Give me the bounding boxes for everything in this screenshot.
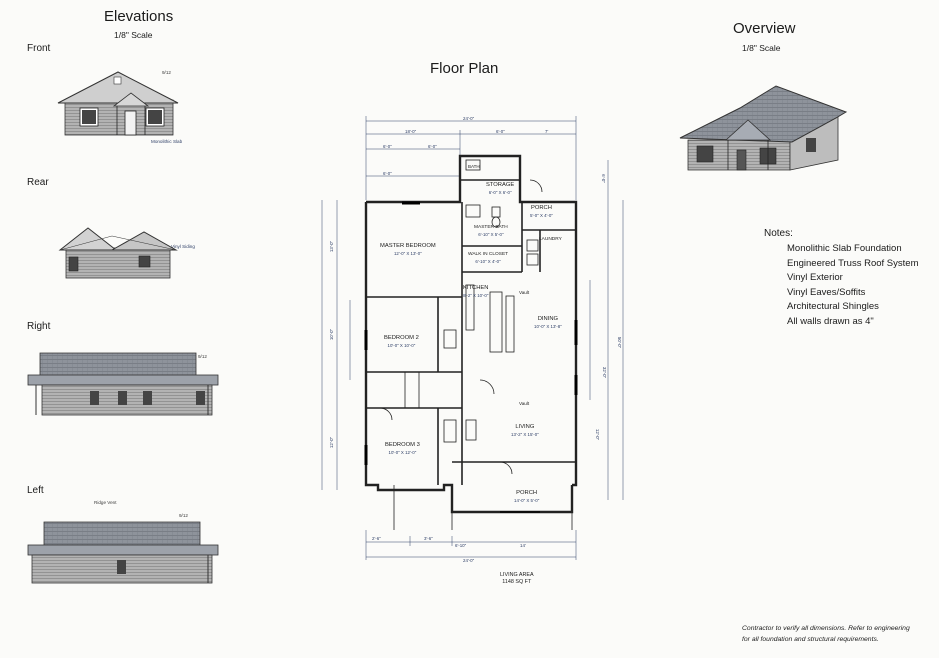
room-kitchen: KITCHEN 8'-2" X 10'-0" (463, 285, 489, 298)
front-elevation (57, 71, 179, 136)
floor-plan-title: Floor Plan (430, 60, 499, 77)
dim-sub-left-b: 6'-0" (428, 144, 437, 149)
room-master-bath: MASTER BATH 6'-10" X 5'-0" (474, 225, 508, 237)
room-bath: BATH (468, 164, 480, 169)
room-storage: STORAGE 6'-0" X 6'-0" (486, 182, 515, 195)
rear-note: Vinyl Siding (171, 244, 195, 249)
dim-right-total: 50'-0" (617, 336, 623, 349)
floor-plan-drawing (321, 116, 624, 560)
dim-right-b: 32'-0" (602, 366, 608, 379)
vault-living: Vault (519, 401, 530, 406)
dim-bottom-a: 2'-6" (372, 536, 381, 541)
rear-elevation (58, 227, 178, 279)
footer-disclaimer: Contractor to verify all dimensions. Ref… (742, 625, 910, 643)
dim-bottom-total: 24'-0" (463, 558, 475, 563)
vault-dining: Vault (519, 290, 530, 295)
note-item: Vinyl Exterior (787, 272, 843, 284)
dim-top-left: 18'-0" (405, 129, 417, 134)
notes-heading: Notes: (764, 228, 793, 239)
room-master-bedroom: MASTER BEDROOM 12'-0" X 13'-0" (380, 243, 436, 256)
overview-rendering (679, 85, 848, 171)
right-pitch: 9/12 (198, 354, 207, 359)
right-label: Right (27, 321, 51, 332)
dim-sub-left-a: 6'-0" (383, 144, 392, 149)
front-label: Front (27, 43, 51, 54)
note-item: All walls drawn as 4" (787, 315, 874, 327)
overview-scale: 1/8" Scale (742, 43, 781, 53)
dim-bottom-b: 3'-6" (424, 536, 433, 541)
elevations-scale: 1/8" Scale (114, 30, 153, 40)
left-pitch: 9/12 (179, 513, 188, 518)
overview-title: Overview (733, 20, 796, 37)
room-dining: DINING 10'-0" X 13'-8" (534, 316, 562, 329)
note-item: Monolithic Slab Foundation (787, 243, 902, 254)
notes-list: Monolithic Slab Foundation Engineered Tr… (787, 242, 918, 330)
dim-left-a: 13'-0" (329, 240, 335, 253)
dim-left-b: 10'-0" (329, 328, 335, 341)
room-porch-rear: PORCH 5'-0" X 4'-0" (530, 205, 553, 218)
elevations-title: Elevations (104, 8, 174, 25)
dim-top-right: 7' (545, 129, 549, 134)
room-walk-in-closet: WALK IN CLOSET 6'-10" X 4'-0" (468, 252, 509, 264)
left-note: Ridge Vent (94, 500, 117, 505)
rear-label: Rear (27, 177, 49, 188)
dim-bottom-d: 14' (520, 543, 526, 548)
dim-right-a: 6'-0" (600, 174, 606, 183)
note-item: Vinyl Eaves/Soffits (787, 286, 866, 298)
room-bedroom-2: BEDROOM 2 10'-0" X 10'-0" (384, 335, 419, 348)
dim-right-c: 12'-0" (595, 428, 601, 441)
living-area: LIVING AREA 1148 SQ FT (500, 572, 534, 585)
dim-storage-w: 6'-0" (383, 171, 392, 176)
room-porch-front: PORCH 14'-0" X 5'-0" (514, 490, 540, 503)
dim-left-c: 12'-0" (329, 436, 335, 449)
room-laundry: LAUNDRY (539, 237, 562, 242)
front-pitch: 9/12 (162, 70, 171, 75)
right-elevation (27, 352, 219, 416)
room-bedroom-3: BEDROOM 3 10'-0" X 12'-0" (385, 442, 420, 455)
room-living: LIVING 13'-2" X 15'-0" (511, 424, 539, 437)
front-note: Monolithic Slab (151, 139, 183, 144)
left-elevation (27, 521, 219, 584)
dim-overall-top: 24'-0" (463, 116, 475, 121)
left-label: Left (27, 485, 44, 496)
dim-top-mid: 6'-0" (496, 129, 505, 134)
note-item: Engineered Truss Roof System (787, 257, 919, 269)
note-item: Architectural Shingles (787, 301, 879, 313)
dim-bottom-c: 6'-10" (455, 543, 467, 548)
